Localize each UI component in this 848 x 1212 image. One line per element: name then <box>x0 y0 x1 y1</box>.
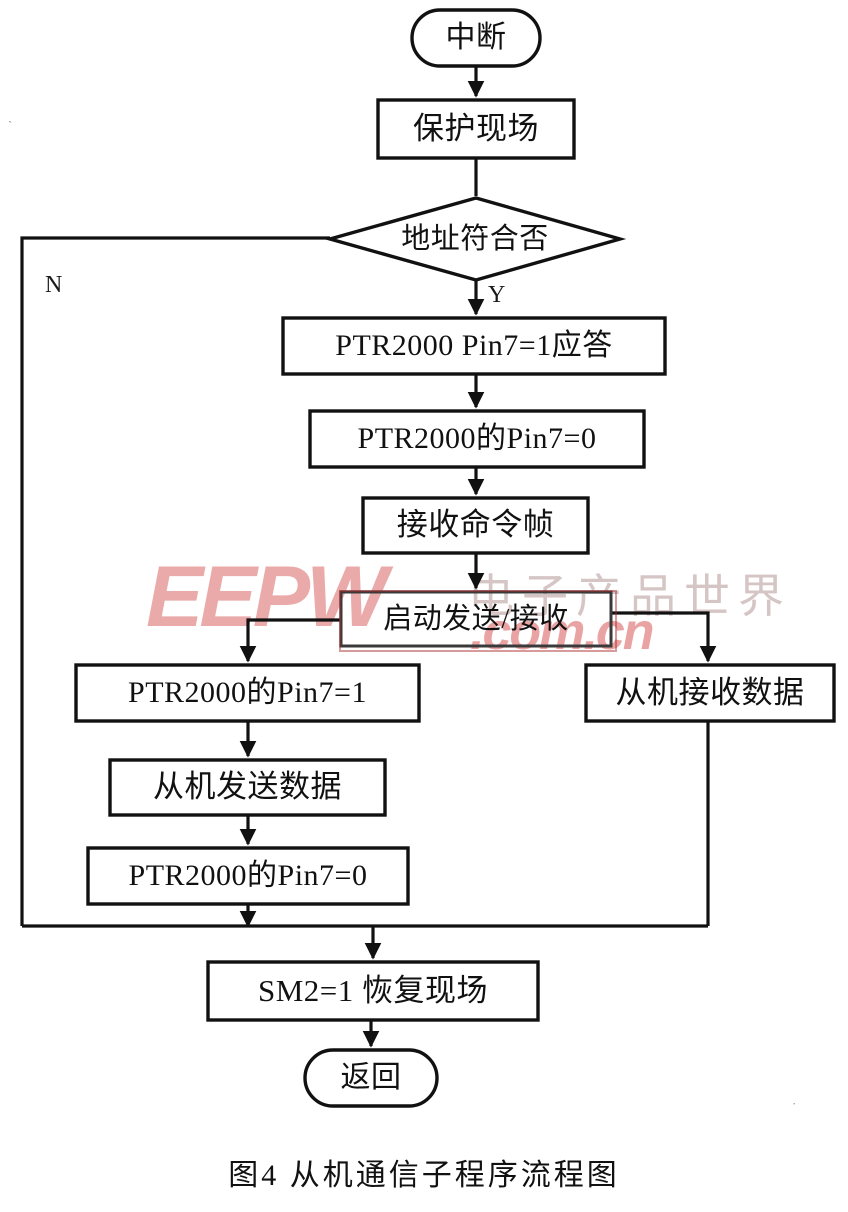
node-shape-slave-send <box>108 758 387 817</box>
node-shape-start <box>410 8 542 68</box>
node-shape-recv-cmd <box>361 496 590 555</box>
node-shape-decision-addr <box>323 196 627 282</box>
node-start: 中断 <box>445 21 507 55</box>
node-shape-pin7-0a <box>308 409 646 469</box>
node-shape-return <box>303 1048 439 1108</box>
node-decision-address-match: 地址符合否 <box>401 222 549 255</box>
node-receive-command-frame: 接收命令帧 <box>396 507 555 543</box>
node-ptr2000-pin7-1-ack: PTR2000 Pin7=1应答 <box>335 329 613 363</box>
edge-starttxrx-to-slaverecv <box>611 611 717 663</box>
node-shape-pin7-1 <box>74 663 421 723</box>
node-ptr2000-pin7-0-b: PTR2000的Pin7=0 <box>128 859 368 893</box>
scan-artifact-mark: ` <box>8 118 13 133</box>
figure-caption: 图4 从机通信子程序流程图 <box>228 1159 620 1192</box>
node-start-transmit-receive: 启动发送/接收 <box>383 602 569 635</box>
node-shape-save <box>376 98 576 160</box>
node-shape-slave-recv <box>584 663 836 723</box>
edge-starttxrx-to-pin7-1 <box>239 618 341 663</box>
node-slave-send-data: 从机发送数据 <box>153 769 342 805</box>
node-shape-ack <box>281 316 667 376</box>
node-ptr2000-pin7-1: PTR2000的Pin7=1 <box>128 676 367 710</box>
node-shape-pin7-0b <box>86 846 410 906</box>
node-shape-restore <box>206 960 540 1022</box>
node-save-site: 保护现场 <box>413 110 539 146</box>
branch-label-yes: Y <box>488 282 506 308</box>
edge-addr-no-loop <box>20 236 330 926</box>
node-shape-start-txrx <box>339 590 613 648</box>
node-ptr2000-pin7-0-a: PTR2000的Pin7=0 <box>357 422 597 456</box>
node-slave-receive-data: 从机接收数据 <box>615 674 805 710</box>
scan-artifact-mark: · <box>792 1096 797 1111</box>
branch-label-no: N <box>45 272 63 298</box>
node-sm2-restore-site: SM2=1 恢复现场 <box>257 972 489 1008</box>
node-return: 返回 <box>340 1061 402 1095</box>
